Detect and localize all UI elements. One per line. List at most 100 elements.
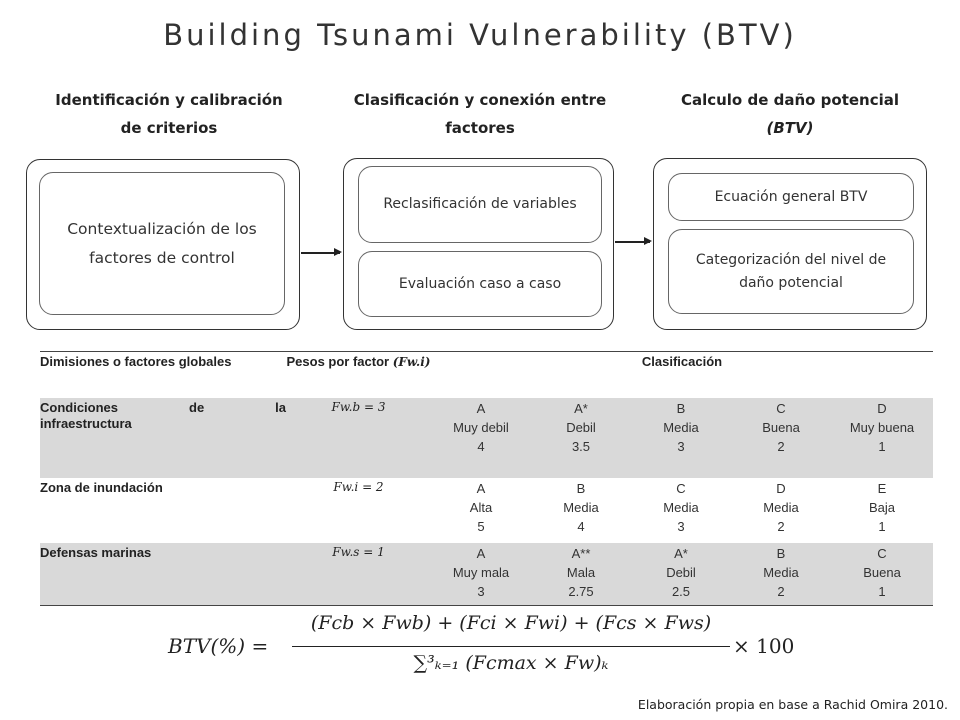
fraction-bar	[292, 646, 730, 648]
row-weight: Fw.i = 2	[333, 480, 384, 494]
class-cell: B Media 3	[631, 398, 731, 478]
class-cell: A Muy debil 4	[431, 398, 531, 478]
class-cell: B Media 2	[731, 543, 831, 606]
class-grade: B	[576, 481, 586, 496]
column-heading-line: de criterios	[120, 119, 218, 137]
row-dimension: Condiciones de la infraestructura	[40, 398, 286, 478]
class-cell: A* Debil 3.5	[531, 398, 631, 478]
flow-arrow	[615, 238, 652, 244]
column-heading-calculo: Calculo de daño potencial (BTV)	[660, 86, 920, 142]
class-score: 5	[477, 519, 485, 534]
header-pesos-label: Pesos por factor	[286, 354, 390, 369]
class-score: 2	[777, 584, 785, 599]
class-score: 2	[777, 519, 785, 534]
class-score: 4	[577, 519, 585, 534]
table-header-row: Dimisiones o factores globales Pesos por…	[40, 351, 933, 398]
class-grade: E	[877, 481, 887, 496]
column-heading-line: Calculo de daño potencial	[680, 91, 900, 109]
class-cell: C Buena 2	[731, 398, 831, 478]
class-label: Muy mala	[452, 565, 510, 580]
class-cell: A** Mala 2.75	[531, 543, 631, 606]
class-score: 1	[878, 519, 886, 534]
class-score: 3	[677, 519, 685, 534]
box-evaluacion: Evaluación caso a caso	[358, 251, 602, 317]
class-grade: A	[476, 401, 486, 416]
column-heading-line: Clasificación y conexión entre	[353, 91, 607, 109]
page-title: Building Tsunami Vulnerability (BTV)	[163, 18, 797, 52]
header-pesos: Pesos por factor (Fw.i)	[286, 351, 431, 398]
class-label: Debil	[566, 420, 596, 435]
row-weight: Fw.b = 3	[286, 398, 431, 478]
source-note: Elaboración propia en base a Rachid Omir…	[637, 697, 948, 712]
box-ecuacion: Ecuación general BTV	[668, 173, 914, 221]
dimension-word: la	[275, 400, 286, 415]
header-clasificacion: Clasificación	[431, 351, 933, 398]
column-heading-identificacion: Identificación y calibración de criterio…	[30, 86, 308, 142]
box-contextualizacion: Contextualización de los factores de con…	[39, 172, 285, 315]
class-label: Media	[663, 500, 699, 515]
class-label: Media	[763, 500, 799, 515]
column-heading-line: Identificación y calibración	[55, 91, 283, 109]
classification-table: Dimisiones o factores globales Pesos por…	[40, 351, 933, 606]
class-grade: A**	[571, 546, 591, 561]
class-score: 1	[878, 439, 886, 454]
table-row: Condiciones de la infraestructura Fw.b =…	[40, 398, 933, 478]
class-label: Buena	[762, 420, 800, 435]
class-score: 2	[777, 439, 785, 454]
class-grade: C	[776, 401, 786, 416]
class-cell: D Muy buena 1	[831, 398, 933, 478]
class-grade: C	[676, 481, 686, 496]
class-label: Muy buena	[849, 420, 915, 435]
class-grade: B	[776, 546, 786, 561]
class-label: Muy debil	[453, 420, 509, 435]
column-heading-line: (BTV)	[766, 119, 814, 137]
class-score: 4	[477, 439, 485, 454]
class-label: Alta	[469, 500, 493, 515]
btv-formula: BTV(%) = (Fcb × Fwb) + (Fci × Fwi) + (Fc…	[168, 612, 808, 682]
class-grade: D	[877, 401, 887, 416]
class-score: 3.5	[571, 439, 591, 454]
class-grade: C	[877, 546, 887, 561]
class-label: Mala	[566, 565, 596, 580]
header-dimensiones: Dimisiones o factores globales	[40, 351, 286, 398]
class-grade: A*	[574, 401, 588, 416]
flow-arrow	[301, 249, 342, 255]
box-categorizacion: Categorización del nivel de daño potenci…	[668, 229, 914, 314]
column-heading-clasificacion: Clasificación y conexión entre factores	[335, 86, 625, 142]
row-dimension-line1: Condiciones de la	[40, 400, 286, 416]
class-cell: C Buena 1	[831, 543, 933, 606]
class-score: 2.5	[671, 584, 691, 599]
class-label: Media	[563, 500, 599, 515]
formula-lhs: BTV(%) =	[168, 634, 269, 658]
box-reclasificacion: Reclasificación de variables	[358, 166, 602, 243]
class-score: 1	[878, 584, 886, 599]
class-label: Media	[663, 420, 699, 435]
dimension-word: de	[189, 400, 205, 415]
class-label: Media	[763, 565, 799, 580]
class-score: 2.75	[568, 584, 594, 599]
class-cell: B Media 4	[531, 478, 631, 543]
row-dimension-line2: infraestructura	[40, 416, 132, 431]
class-cell: D Media 2	[731, 478, 831, 543]
class-label: Buena	[863, 565, 901, 580]
header-pesos-symbol: (Fw.i)	[392, 355, 431, 369]
table-row: Zona de inundación Fw.i = 2 A Alta 5 B Medi…	[40, 478, 933, 543]
class-grade: A	[476, 546, 486, 561]
class-score: 3	[677, 439, 685, 454]
class-cell: C Media 3	[631, 478, 731, 543]
formula-numerator: (Fcb × Fwb) + (Fci × Fwi) + (Fcs × Fws)	[310, 612, 712, 634]
formula-denominator: ∑³ₖ₌₁ (Fcmax × Fw)ₖ	[413, 652, 609, 674]
class-label: Debil	[666, 565, 696, 580]
formula-multiplier: × 100	[733, 634, 795, 658]
class-cell: A Alta 5	[431, 478, 531, 543]
row-dimension: Defensas marinas	[40, 543, 286, 606]
dimension-word: Condiciones	[40, 400, 119, 415]
class-grade: D	[776, 481, 786, 496]
class-grade: B	[676, 401, 686, 416]
row-dimension: Zona de inundación	[40, 480, 163, 495]
column-heading-line: factores	[445, 119, 515, 137]
class-grade: A	[476, 481, 486, 496]
